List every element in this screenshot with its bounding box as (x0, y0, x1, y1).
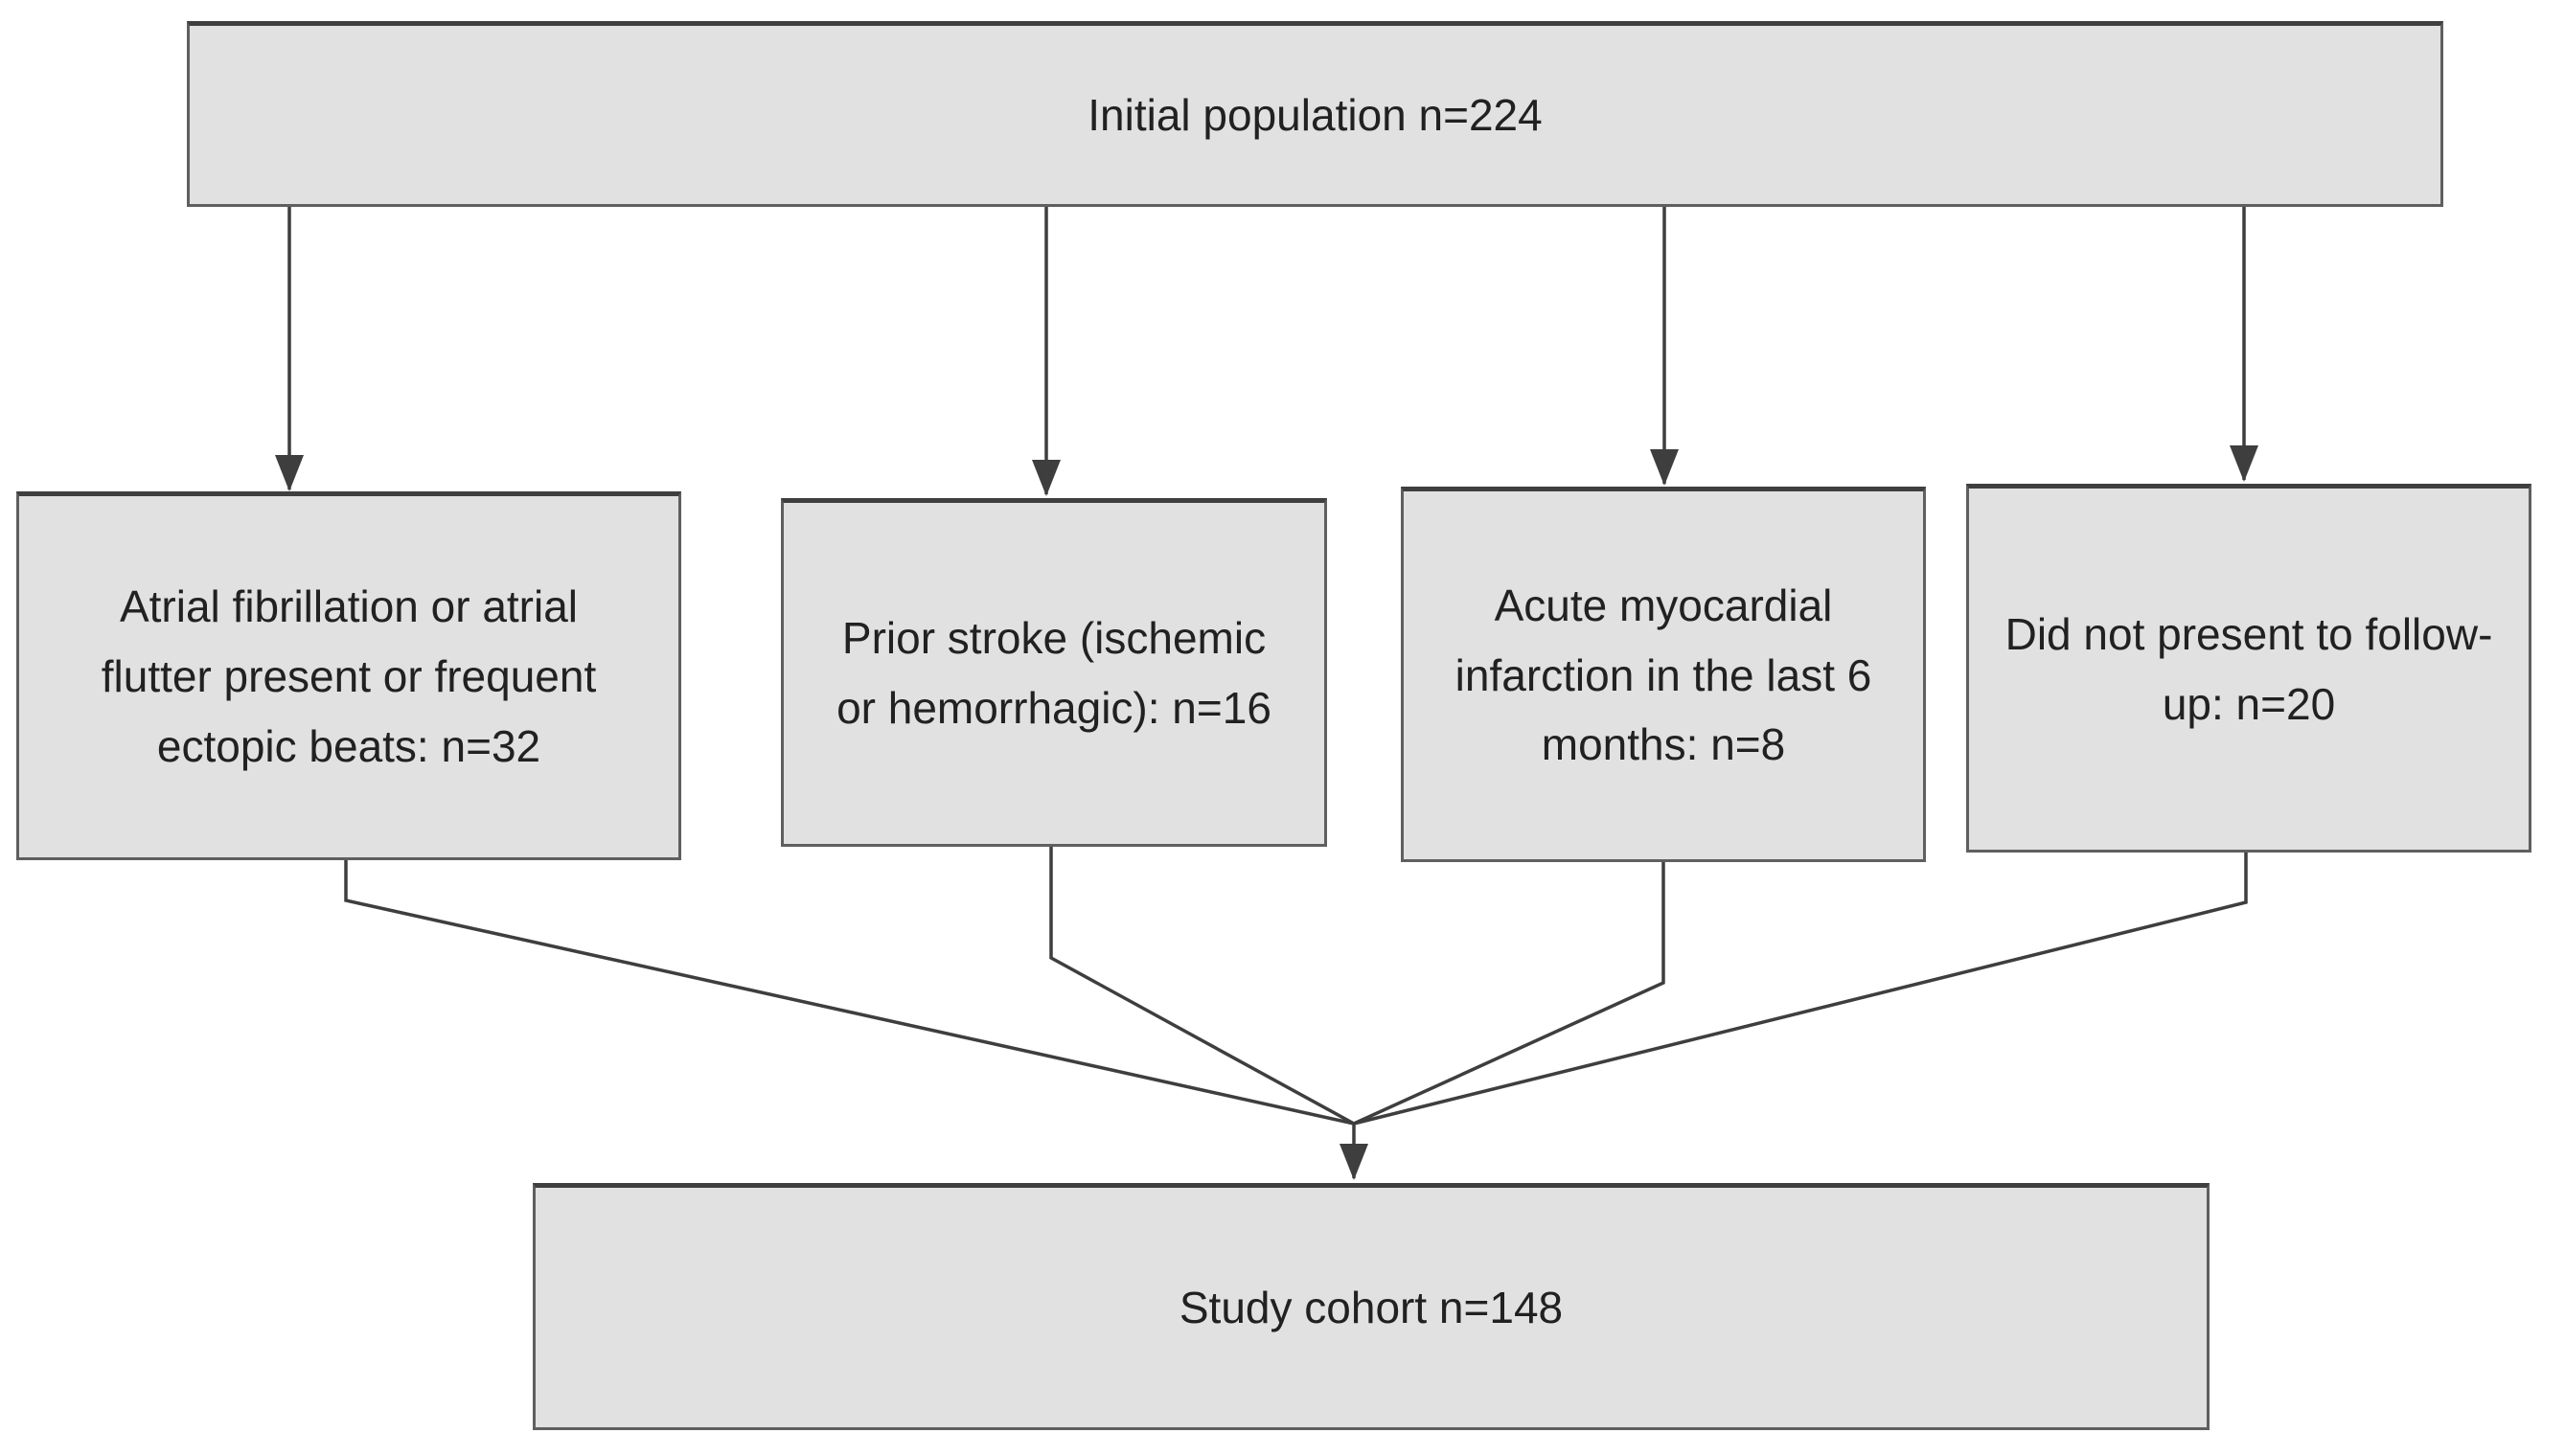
node-exclusion-mi-label: Acute myocardial infarction in the last … (1454, 580, 1872, 770)
node-study-cohort-label: Study cohort n=148 (1179, 1282, 1564, 1332)
node-exclusion-stroke: Prior stroke (ischemic or hemorrhagic): … (781, 498, 1327, 847)
connector-stroke-to-junction (1049, 847, 1355, 1126)
node-study-cohort: Study cohort n=148 (533, 1183, 2210, 1430)
node-exclusion-followup-label: Did not present to follow-up: n=20 (2004, 608, 2493, 729)
node-exclusion-followup: Did not present to follow-up: n=20 (1966, 484, 2531, 853)
node-exclusion-stroke-label: Prior stroke (ischemic or hemorrhagic): … (836, 613, 1271, 733)
node-exclusion-afib-label: Atrial fibrillation or atrial flutter pr… (101, 581, 597, 771)
connector-mi-to-junction (1353, 862, 1665, 1126)
connector-afib-to-junction (344, 860, 1355, 1126)
node-initial-population-label: Initial population n=224 (1088, 89, 1543, 140)
node-exclusion-mi: Acute myocardial infarction in the last … (1401, 487, 1926, 862)
connector-followup-to-junction (1353, 853, 2248, 1126)
node-exclusion-afib: Atrial fibrillation or atrial flutter pr… (16, 491, 681, 860)
node-initial-population: Initial population n=224 (187, 21, 2443, 207)
